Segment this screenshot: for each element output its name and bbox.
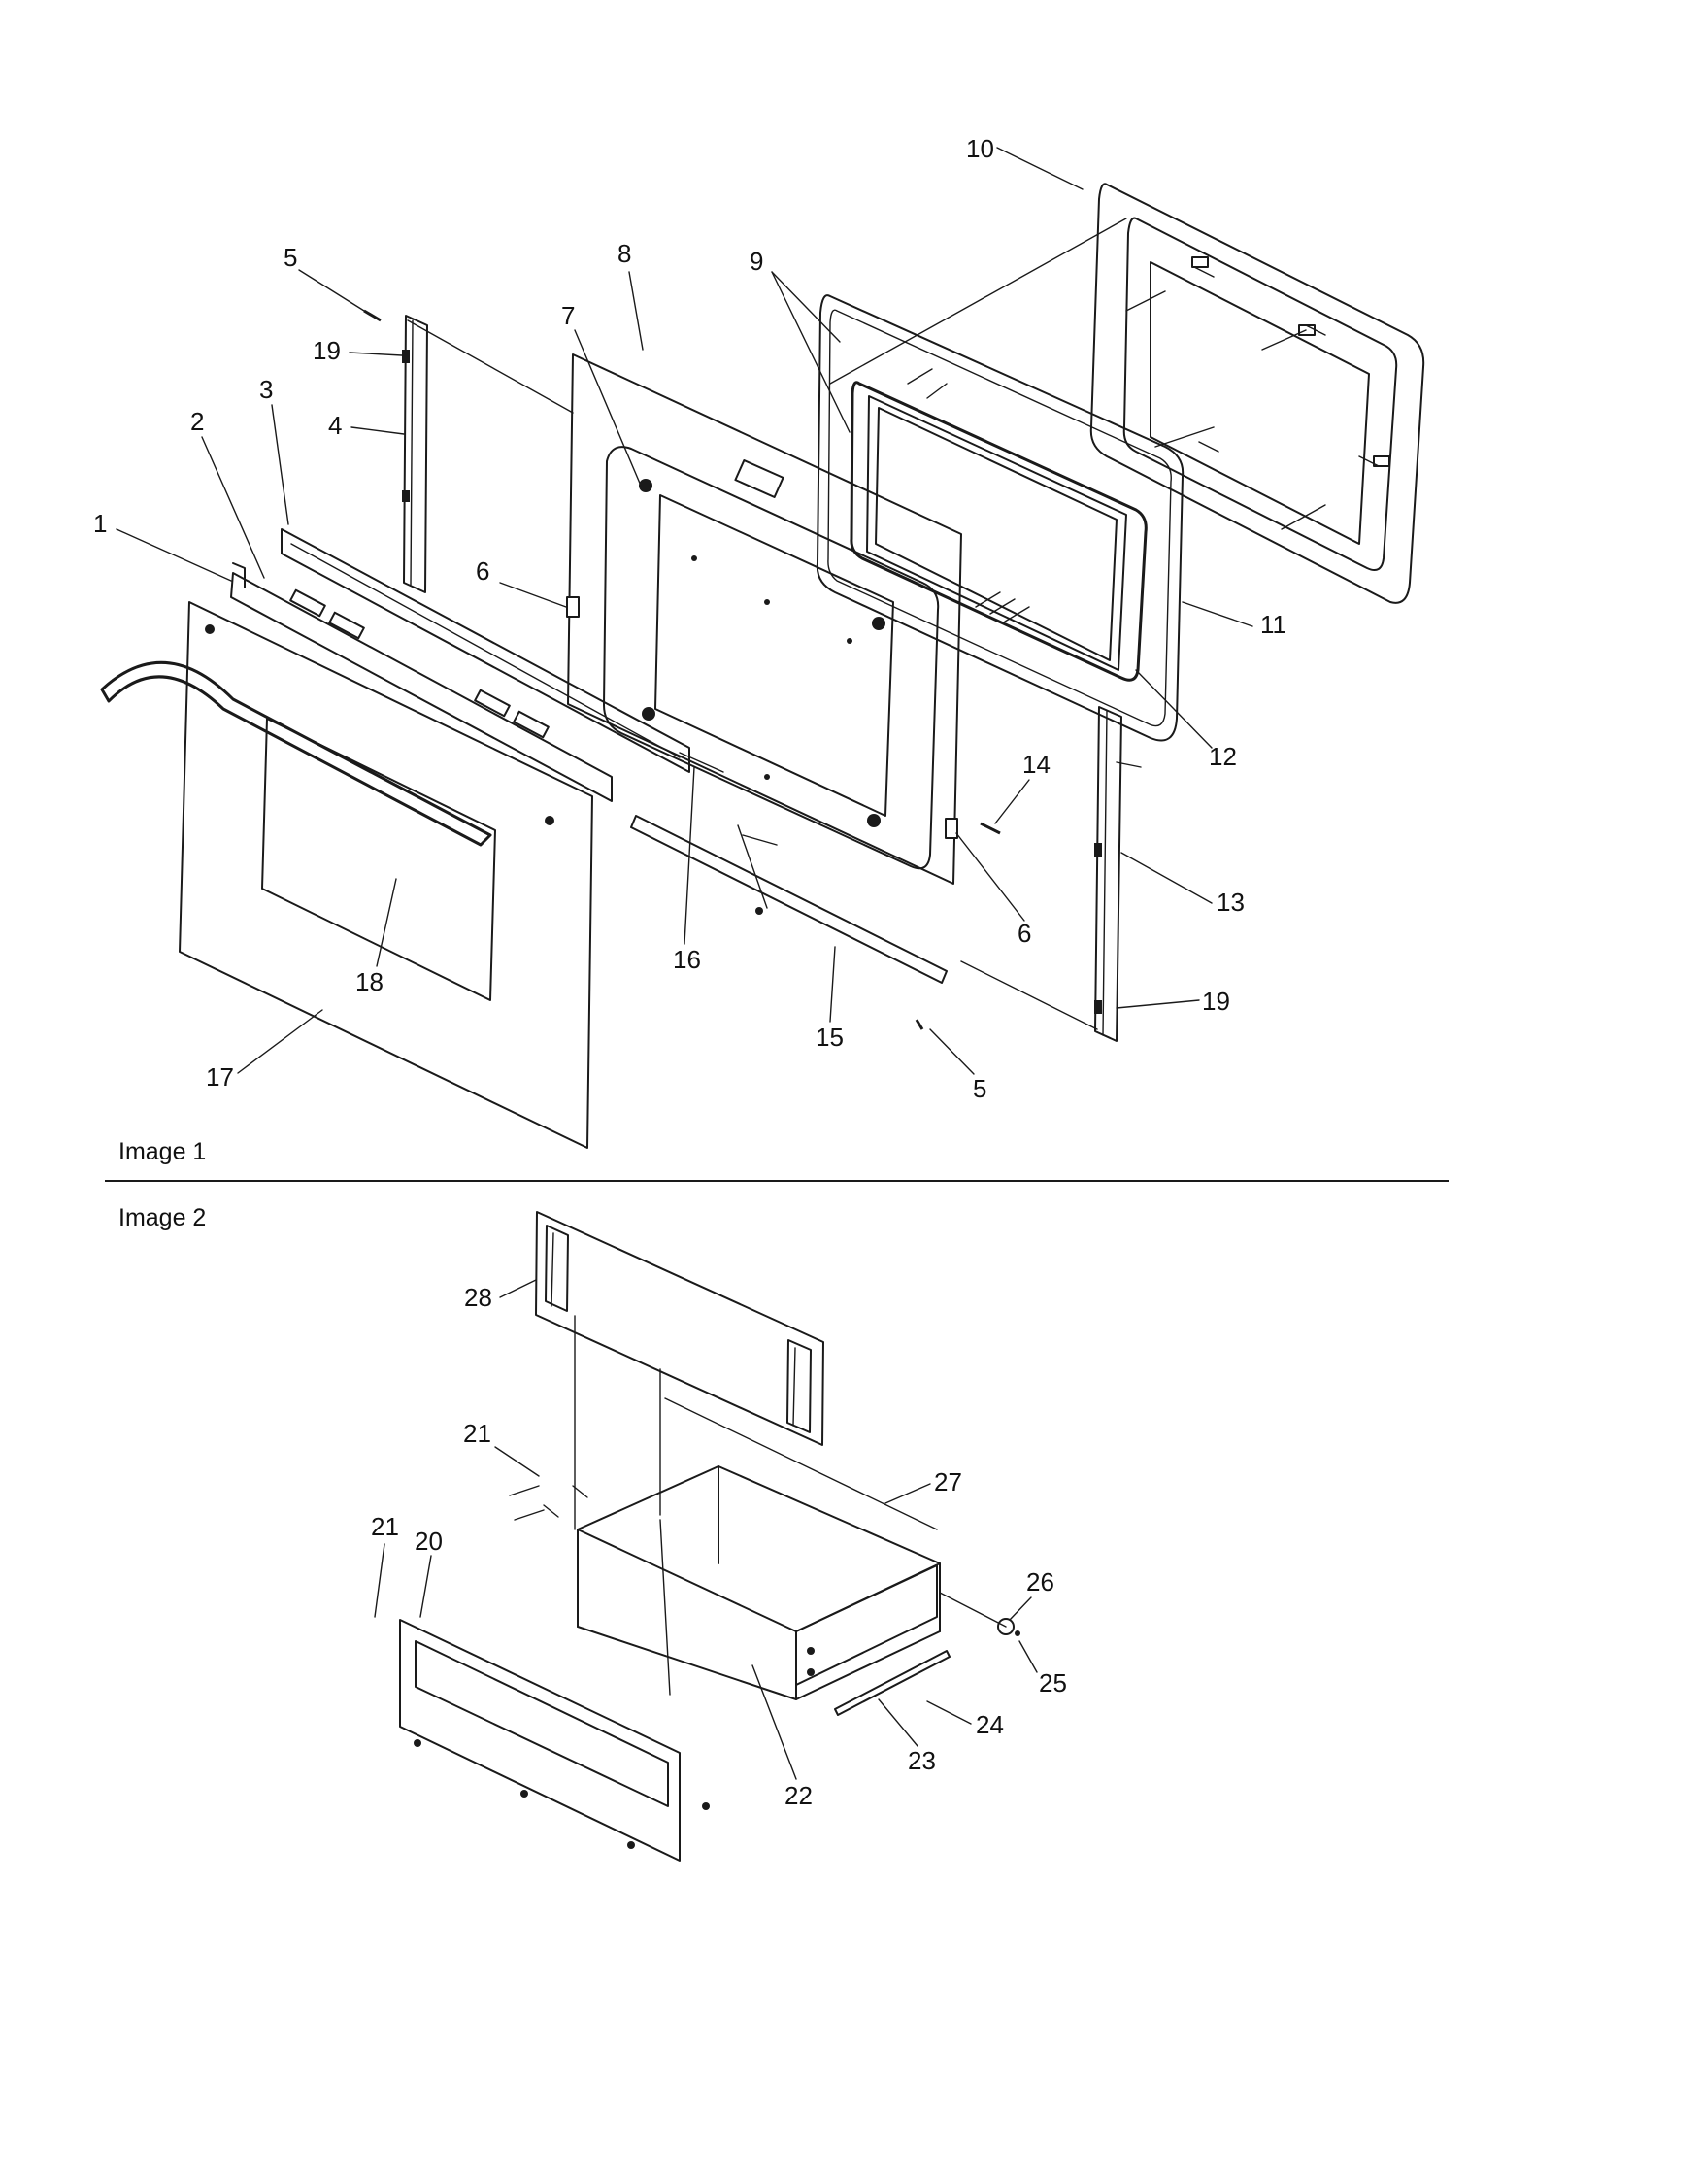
part-5-screw-top — [363, 309, 382, 322]
callout-9: 9 — [750, 247, 763, 276]
part-10-door-frame — [1089, 183, 1425, 604]
callout-3: 3 — [259, 375, 273, 404]
caption-image-2: Image 2 — [118, 1204, 206, 1231]
oven-door-assembly: 10 8 9 5 7 19 3 4 2 1 6 11 12 — [93, 134, 1425, 1165]
callout-4: 4 — [328, 411, 342, 440]
part-25-screw — [1015, 1630, 1020, 1636]
callout-24: 24 — [976, 1710, 1004, 1739]
callout-20: 20 — [415, 1527, 443, 1556]
part-4-left-channel — [402, 315, 428, 593]
part-24-drawer-rail — [795, 1564, 951, 1716]
part-9-glass-pack — [850, 368, 1148, 682]
callout-18: 18 — [355, 967, 384, 996]
part-18-handle — [100, 660, 492, 847]
callout-6-right: 6 — [1018, 919, 1031, 948]
callout-8: 8 — [617, 239, 631, 268]
callout-6-left: 6 — [476, 556, 489, 586]
callouts-image2: 28 21 27 21 20 26 25 24 23 22 — [371, 1279, 1067, 1810]
part-5-screw-bottom — [915, 1019, 924, 1030]
callout-14: 14 — [1022, 750, 1051, 779]
callout-17: 17 — [206, 1062, 234, 1092]
callout-16: 16 — [673, 945, 701, 974]
part-13-right-channel — [1094, 706, 1122, 1042]
callout-2: 2 — [190, 407, 204, 436]
part-28-drawer-back-panel — [535, 1211, 824, 1446]
callout-26: 26 — [1026, 1567, 1054, 1596]
part-11-gasket — [816, 294, 1185, 742]
part-3-vent-trim — [281, 528, 690, 773]
callout-23: 23 — [908, 1746, 936, 1775]
part-8-inner-door-panel — [567, 353, 962, 885]
assembly-lines — [407, 218, 1142, 1030]
part-17-outer-door-panel — [179, 601, 593, 1149]
callout-27: 27 — [934, 1467, 962, 1496]
caption-image-1: Image 1 — [118, 1138, 206, 1165]
part-6-hinge-right — [945, 818, 958, 839]
part-22-drawer-box — [543, 1465, 941, 1700]
callout-12: 12 — [1209, 742, 1237, 771]
part-14-screw — [980, 822, 1001, 835]
callout-1: 1 — [93, 509, 107, 538]
callout-25: 25 — [1039, 1668, 1067, 1697]
callout-13: 13 — [1217, 888, 1245, 917]
callout-5-bottom: 5 — [973, 1074, 986, 1103]
callouts-image1: 10 8 9 5 7 19 3 4 2 1 6 11 12 — [93, 134, 1286, 1103]
drawer-assembly-lines — [509, 1315, 1007, 1628]
part-6-hinge-left — [566, 596, 580, 618]
callout-5-top: 5 — [284, 243, 297, 272]
callout-22: 22 — [784, 1781, 813, 1810]
part-20-drawer-front — [399, 1619, 710, 1862]
callout-15: 15 — [816, 1023, 844, 1052]
callout-21-left: 21 — [371, 1512, 399, 1541]
part-15-bottom-trim — [630, 752, 948, 984]
callout-19-top: 19 — [313, 336, 341, 365]
callout-21-top: 21 — [463, 1419, 491, 1448]
callout-7: 7 — [561, 301, 575, 330]
drawer-assembly: Image 2 — [118, 1204, 1067, 1862]
callout-11: 11 — [1260, 610, 1286, 639]
callout-28: 28 — [464, 1283, 492, 1312]
part-1-top-trim — [230, 562, 613, 802]
callout-19-bottom: 19 — [1202, 987, 1230, 1016]
callout-10: 10 — [966, 134, 994, 163]
